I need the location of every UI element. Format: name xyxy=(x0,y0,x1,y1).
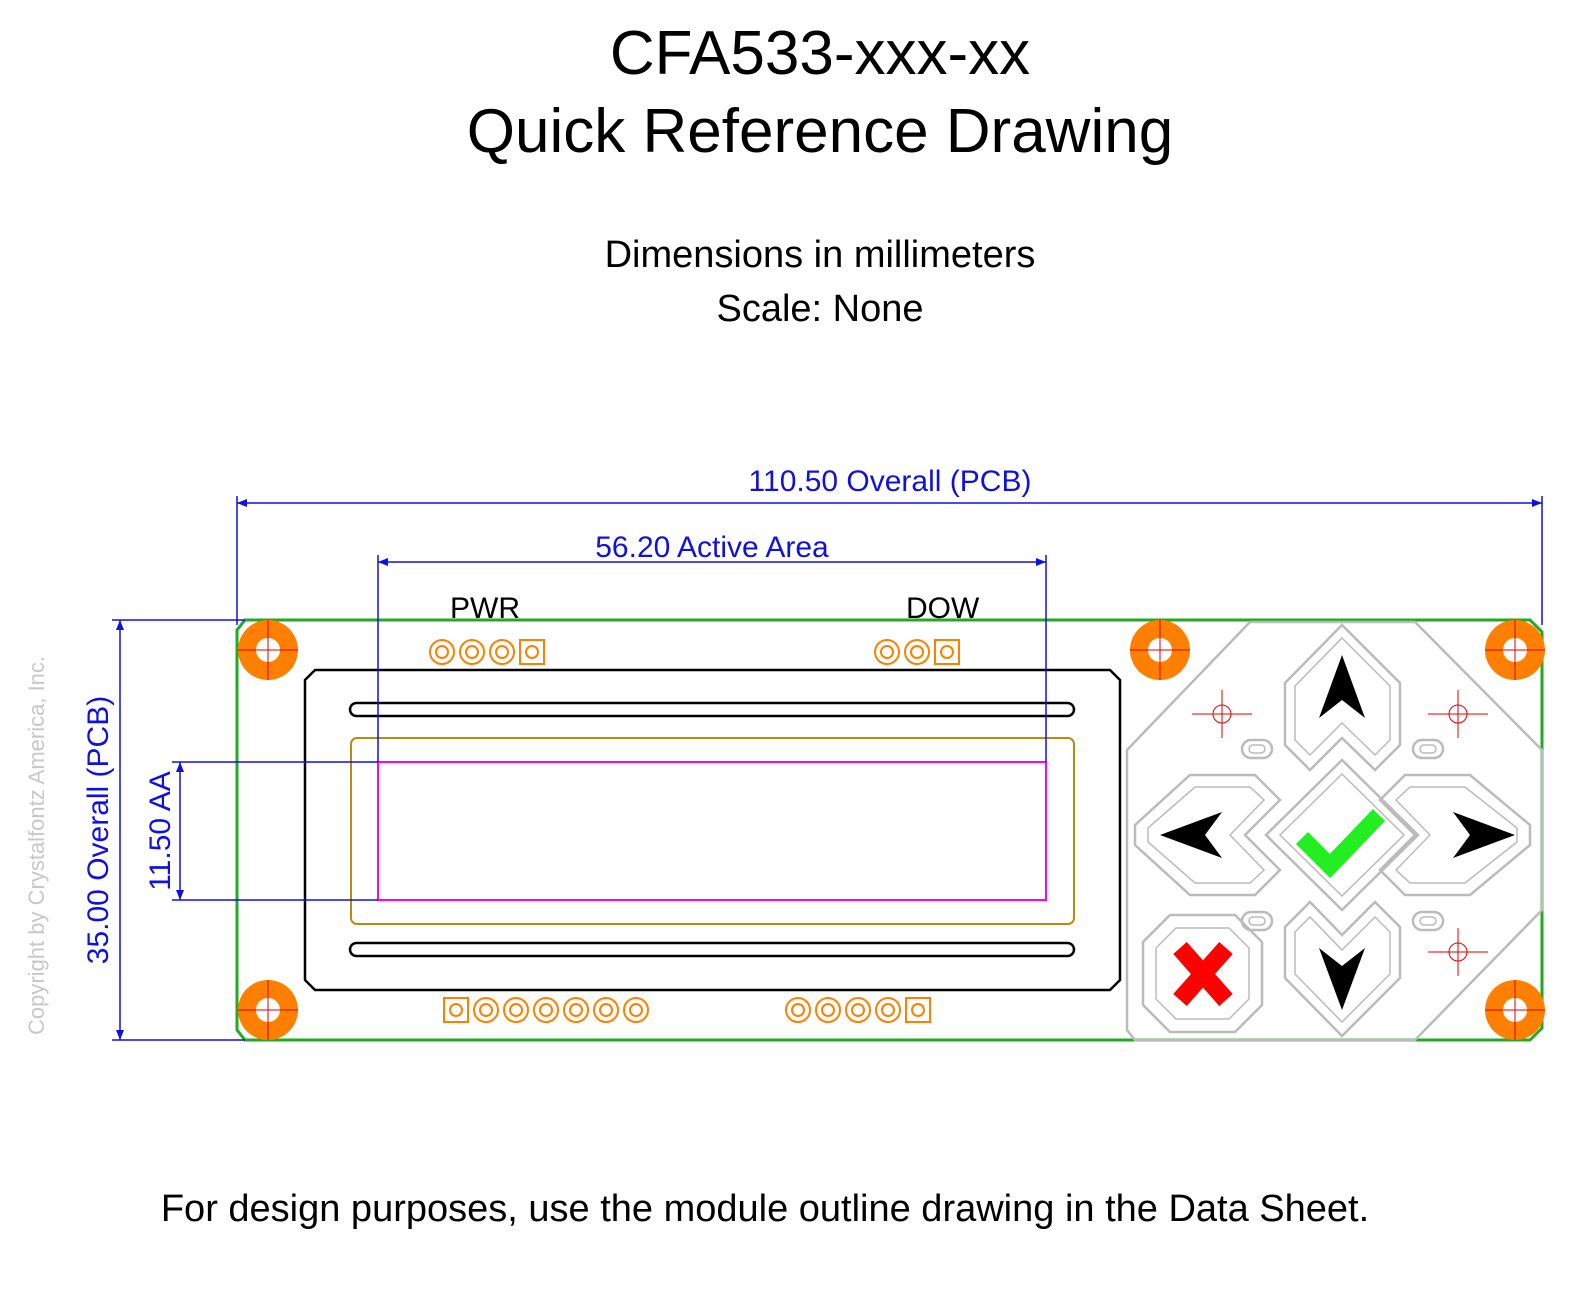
right-arrow-icon xyxy=(1453,812,1515,858)
title-line-1: CFA533-xxx-xx xyxy=(609,19,1031,88)
cancel-key[interactable] xyxy=(1141,913,1264,1034)
down-arrow-icon xyxy=(1319,948,1365,1010)
pwr-connector xyxy=(429,639,545,665)
mount-hole-top-left xyxy=(238,620,298,680)
bottom-connector-left xyxy=(443,997,649,1023)
keypad-outline xyxy=(1125,620,1544,1042)
active-area xyxy=(377,761,1047,901)
dow-label: DOW xyxy=(906,592,980,625)
dow-connector xyxy=(874,639,960,665)
active-height-dimension: 11.50 AA xyxy=(144,771,177,891)
lcd-bezel xyxy=(303,668,1122,992)
cancel-icon xyxy=(1173,942,1233,1006)
pcb-outline xyxy=(235,618,1544,1042)
registration-targets xyxy=(1192,690,1488,976)
enter-key[interactable] xyxy=(1264,758,1420,912)
led-window-3 xyxy=(1240,910,1274,932)
left-arrow-icon xyxy=(1160,812,1222,858)
pwr-label: PWR xyxy=(450,592,520,625)
bottom-connector-right xyxy=(785,997,931,1023)
down-key[interactable] xyxy=(1283,900,1402,1038)
active-width-dimension: 56.20 Active Area xyxy=(595,531,829,564)
lcd-top-slot xyxy=(348,701,1076,718)
overall-width-dimension: 110.50 Overall (PCB) xyxy=(749,465,1032,498)
lcd-bottom-slot xyxy=(348,941,1076,958)
dimension-lines xyxy=(112,496,1543,1041)
right-key[interactable] xyxy=(1378,773,1532,897)
design-note: For design purposes, use the module outl… xyxy=(160,1188,1370,1230)
led-window-4 xyxy=(1411,910,1445,932)
keypad xyxy=(1125,620,1544,1042)
overall-height-dimension: 35.00 Overall (PCB) xyxy=(82,696,115,964)
up-arrow-icon xyxy=(1319,655,1365,718)
mount-hole-top-mid xyxy=(1130,620,1190,680)
left-key[interactable] xyxy=(1133,773,1282,897)
mount-hole-bottom-left xyxy=(238,980,298,1040)
title-line-2: Quick Reference Drawing xyxy=(466,97,1174,166)
viewing-area xyxy=(350,737,1075,925)
mount-hole-bottom-right xyxy=(1485,980,1545,1040)
led-window-2 xyxy=(1411,738,1445,760)
up-key[interactable] xyxy=(1283,623,1402,772)
mount-hole-top-right xyxy=(1485,620,1545,680)
units-note: Dimensions in millimeters xyxy=(604,234,1036,276)
scale-note: Scale: None xyxy=(716,288,924,330)
led-window-1 xyxy=(1240,738,1274,760)
check-icon xyxy=(1295,809,1386,879)
